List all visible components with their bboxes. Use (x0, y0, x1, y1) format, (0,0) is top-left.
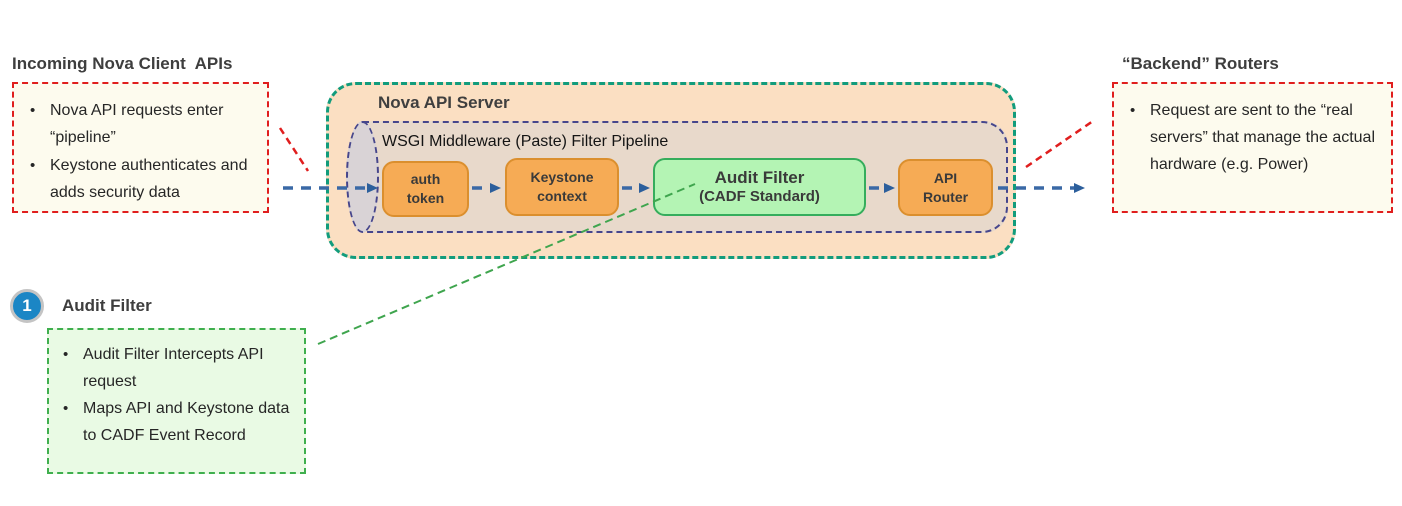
stage-label: Router (922, 188, 969, 205)
callout-note-box: • Audit Filter Intercepts API request • … (47, 328, 306, 474)
list-item: • Maps API and Keystone data to CADF Eve… (63, 395, 298, 449)
stage-keystone-context: Keystone context (505, 158, 619, 216)
note-bullet-text: Keystone authenticates and adds security… (50, 157, 248, 201)
wsgi-pipeline-left-cap (346, 121, 379, 233)
note-bullet-text: Request are sent to the “real servers” t… (1150, 102, 1376, 173)
left-note-title: Incoming Nova Client APIs (12, 54, 233, 73)
note-bullet-text: Audit Filter Intercepts API request (83, 346, 264, 390)
nova-api-server-title: Nova API Server (378, 93, 510, 112)
stage-label: API (933, 169, 958, 186)
stage-api-router: API Router (898, 159, 993, 216)
red-connector-left (278, 127, 310, 172)
right-note-list: • Request are sent to the “real servers”… (1130, 97, 1383, 178)
callout-title: Audit Filter (62, 296, 152, 315)
bullet-glyph: • (30, 157, 36, 174)
stage-label: Audit Filter (714, 168, 805, 187)
left-note-list: • Nova API requests enter “pipeline” • K… (30, 97, 259, 206)
wsgi-pipeline-label: WSGI Middleware (Paste) Filter Pipeline (382, 133, 669, 150)
bullet-glyph: • (63, 346, 69, 363)
bullet-glyph: • (30, 102, 36, 119)
bullet-glyph: • (63, 400, 69, 417)
stage-auth-token: auth token (382, 161, 469, 217)
stage-label: context (537, 188, 587, 204)
note-bullet-text: Nova API requests enter “pipeline” (50, 102, 224, 146)
left-note-box: • Nova API requests enter “pipeline” • K… (12, 82, 269, 213)
badge-number: 1 (22, 296, 32, 315)
right-note-title: “Backend” Routers (1122, 54, 1279, 73)
callout-number-badge: 1 (10, 289, 44, 323)
stage-label: auth (410, 171, 441, 188)
callout-list: • Audit Filter Intercepts API request • … (63, 341, 298, 449)
stage-audit-filter: Audit Filter (CADF Standard) (653, 158, 866, 216)
stage-label: Keystone (530, 169, 594, 186)
stage-label: (CADF Standard) (699, 188, 820, 206)
stage-label: token (406, 190, 445, 206)
note-bullet-text: Maps API and Keystone data to CADF Event… (83, 400, 290, 444)
list-item: • Audit Filter Intercepts API request (63, 341, 298, 395)
bullet-glyph: • (1130, 102, 1136, 119)
list-item: • Keystone authenticates and adds securi… (30, 152, 259, 206)
red-connector-right (1025, 119, 1094, 169)
list-item: • Request are sent to the “real servers”… (1130, 97, 1383, 178)
right-note-box: • Request are sent to the “real servers”… (1112, 82, 1393, 213)
list-item: • Nova API requests enter “pipeline” (30, 97, 259, 151)
